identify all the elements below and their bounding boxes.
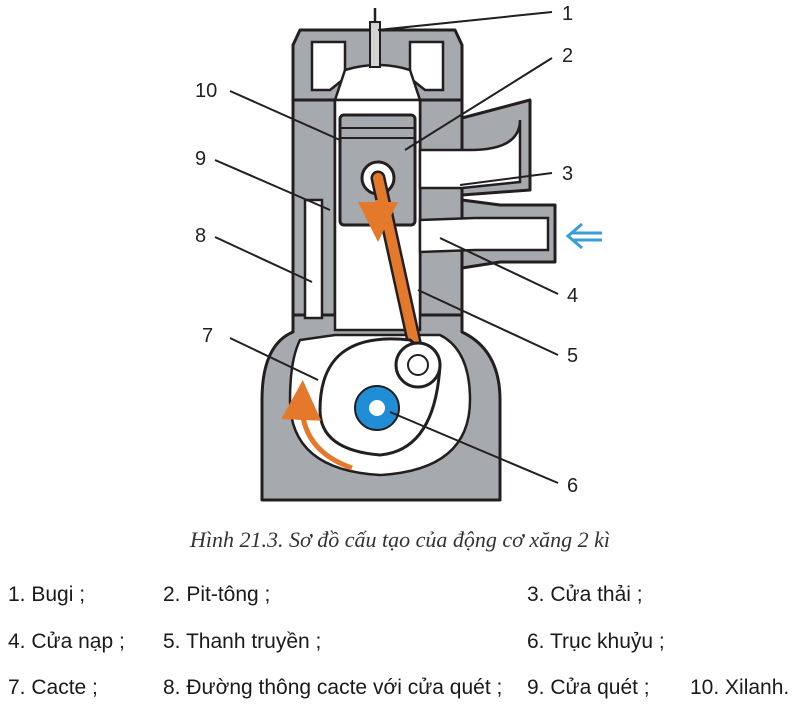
- intake-channel: [418, 216, 550, 254]
- legend-item-6: 6. Trục khuỷu ;: [527, 630, 665, 653]
- head-cavity-left: [310, 40, 347, 92]
- intake-flow-arrow-icon: [565, 222, 602, 250]
- two-stroke-engine-diagram: 1 2 3 4 5 6 7 8 9 10: [195, 3, 602, 502]
- callout-4: 4: [567, 285, 578, 307]
- legend-item-5: 5. Thanh truyền ;: [163, 630, 322, 653]
- callout-1: 1: [562, 3, 573, 25]
- callout-2: 2: [562, 45, 573, 67]
- combustion-chamber: [333, 63, 422, 102]
- legend-item-10: 10. Xilanh.: [690, 676, 790, 699]
- callout-5: 5: [567, 345, 578, 367]
- leader-lines: [214, 11, 559, 484]
- spark-plug: [369, 8, 381, 68]
- exhaust-channel: [418, 119, 522, 190]
- callout-7: 7: [202, 325, 213, 347]
- legend-item-4: 4. Cửa nạp ;: [8, 630, 125, 653]
- legend-item-1: 1. Bugi ;: [8, 583, 86, 606]
- transfer-passage: [303, 198, 324, 320]
- callout-3: 3: [562, 163, 573, 185]
- legend-item-7: 7. Cacte ;: [8, 676, 98, 699]
- figure-caption: Hình 21.3. Sơ đồ cấu tạo của động cơ xăn…: [189, 527, 611, 552]
- legend-item-9: 9. Cửa quét ;: [527, 676, 650, 699]
- callout-8: 8: [195, 225, 206, 247]
- legend-item-8: 8. Đường thông cacte với cửa quét ;: [163, 676, 503, 699]
- callout-9: 9: [195, 148, 206, 170]
- legend-item-3: 3. Cửa thải ;: [527, 583, 643, 606]
- crank-rotation-arrow-icon: [281, 380, 353, 471]
- callout-10: 10: [195, 80, 217, 102]
- crank-assembly: [318, 337, 442, 457]
- callout-6: 6: [567, 475, 578, 497]
- legend-item-2: 2. Pit-tông ;: [163, 583, 271, 606]
- cylinder-wall-right: [418, 98, 464, 317]
